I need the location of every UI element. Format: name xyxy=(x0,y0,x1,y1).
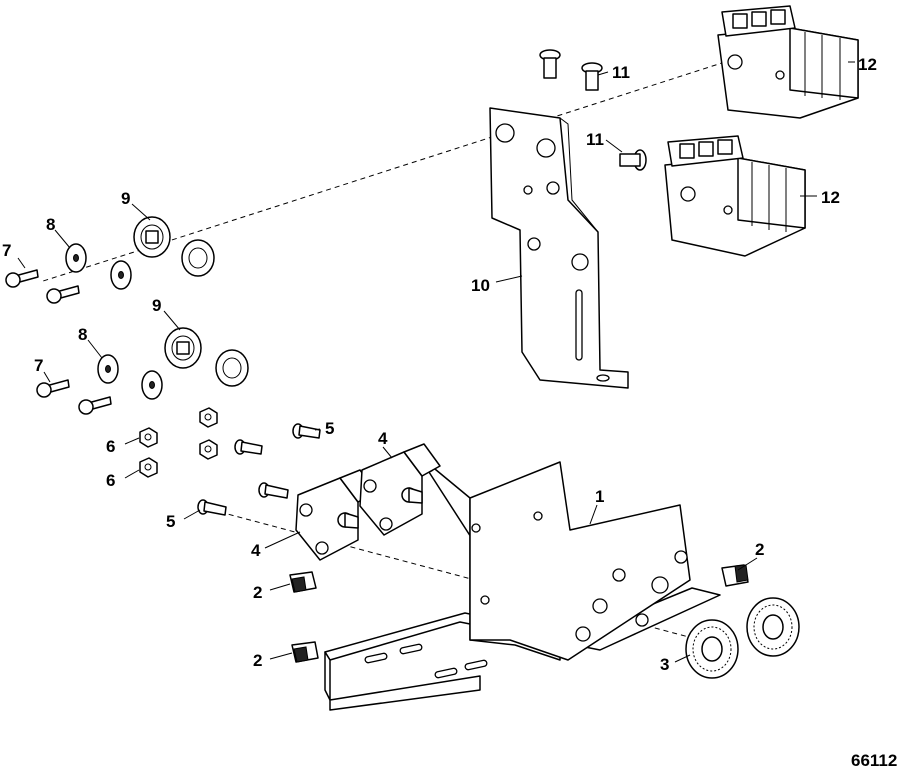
clip-2-b xyxy=(291,641,319,663)
electrical-module-upper xyxy=(717,5,859,119)
callout-labels: 11 11 12 12 10 9 9 8 8 7 7 6 6 5 5 4 4 1… xyxy=(2,55,877,674)
grommet-9-b xyxy=(181,239,215,277)
callout-2-upper: 2 xyxy=(253,583,262,602)
callout-2-lower: 2 xyxy=(253,651,262,670)
grommet-9-d xyxy=(215,349,249,387)
electrical-module-lower xyxy=(664,135,806,257)
callout-2-right: 2 xyxy=(755,540,764,559)
callout-4-upper: 4 xyxy=(378,429,388,448)
callout-8-lower: 8 xyxy=(78,325,87,344)
callout-5-lower: 5 xyxy=(166,512,175,531)
decal-3-b xyxy=(746,597,800,657)
callout-10: 10 xyxy=(471,276,490,295)
callout-11-upper: 11 xyxy=(612,63,630,82)
bolt-5-d xyxy=(197,499,227,516)
callout-6-lower: 6 xyxy=(106,471,115,490)
callout-7-lower: 7 xyxy=(34,356,43,375)
bolt-5-c xyxy=(258,482,289,499)
bracket-10 xyxy=(489,107,629,389)
callout-1: 1 xyxy=(595,487,604,506)
screw-7-b xyxy=(46,285,80,304)
callout-6-upper: 6 xyxy=(106,437,115,456)
clip-2-a xyxy=(289,571,317,593)
screw-7-d xyxy=(78,396,112,415)
screw-7-a xyxy=(5,269,39,288)
callout-12-lower: 12 xyxy=(821,188,840,207)
decal-3-a xyxy=(685,619,739,679)
callout-4-lower: 4 xyxy=(251,541,261,560)
callout-8-upper: 8 xyxy=(46,215,55,234)
bolt-5-b xyxy=(234,439,263,455)
nut-6-c xyxy=(199,407,218,428)
callout-7-upper: 7 xyxy=(2,241,11,260)
callout-5-upper: 5 xyxy=(325,419,334,438)
bolt-11-a xyxy=(539,49,561,79)
callout-9-upper: 9 xyxy=(121,189,130,208)
breaker-4-b xyxy=(359,443,441,536)
callout-11-lower: 11 xyxy=(586,130,604,149)
callout-leaders xyxy=(17,61,855,663)
callout-9-lower: 9 xyxy=(152,296,161,315)
washer-8-d xyxy=(141,370,163,400)
washer-8-a xyxy=(65,243,87,273)
grommet-9-c xyxy=(164,327,202,369)
washer-8-b xyxy=(110,260,132,290)
nut-6-d xyxy=(199,439,218,460)
main-bracket-1 xyxy=(324,454,721,711)
nut-6-a xyxy=(139,427,158,448)
clip-2-c xyxy=(721,564,749,587)
bolt-5-a xyxy=(292,423,321,439)
callout-12-upper: 12 xyxy=(858,55,877,74)
callout-3: 3 xyxy=(660,655,669,674)
grommet-9-a xyxy=(133,216,171,258)
bolt-11-c xyxy=(619,149,647,171)
figure-number: 66112 xyxy=(851,751,897,770)
bolt-11-b xyxy=(581,62,603,91)
nut-6-b xyxy=(139,457,158,478)
washer-8-c xyxy=(97,354,119,384)
screw-7-c xyxy=(36,379,70,398)
